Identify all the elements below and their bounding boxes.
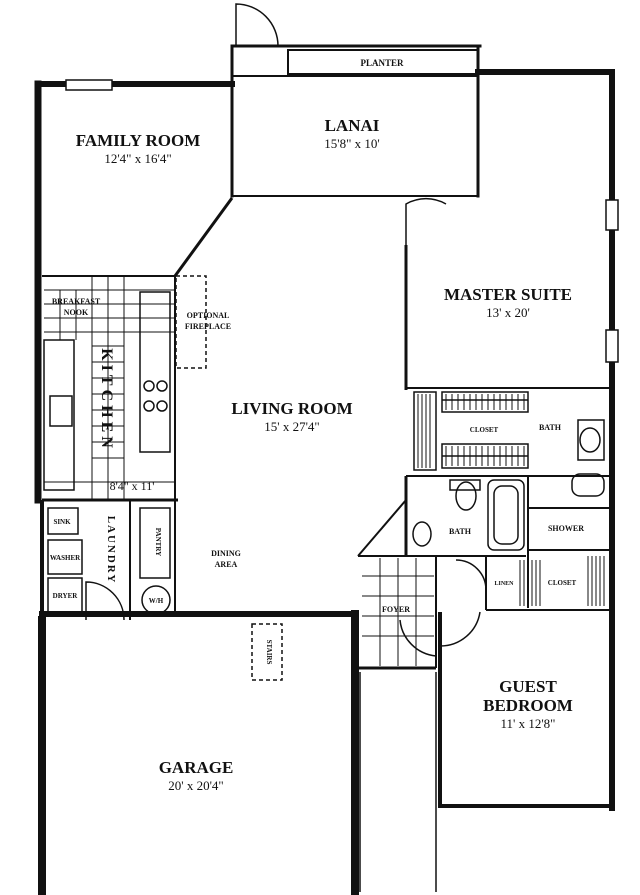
lanai-name: LANAI bbox=[325, 116, 380, 135]
washer-label: WASHER bbox=[50, 554, 81, 562]
breakfast-nook-line2: NOOK bbox=[64, 308, 89, 317]
garage-dims: 20' x 20'4" bbox=[168, 778, 224, 793]
guest-bedroom-dims: 11' x 12'8" bbox=[500, 716, 555, 731]
master-bath-label: BATH bbox=[539, 423, 562, 432]
optional-fireplace-line1: OPTIONAL bbox=[187, 311, 230, 320]
doors bbox=[85, 3, 487, 657]
foyer-label: FOYER bbox=[382, 605, 410, 614]
linen-label: LINEN bbox=[494, 581, 514, 587]
kitchen-dims: 8'4" x 11' bbox=[110, 479, 155, 493]
laundry-label: LAUNDRY bbox=[105, 516, 117, 585]
windows bbox=[65, 79, 619, 363]
guest-closet-label: CLOSET bbox=[548, 579, 577, 587]
guest-bath-label: BATH bbox=[449, 527, 472, 536]
water-heater-label: W/H bbox=[149, 597, 164, 605]
stairs-box bbox=[251, 623, 283, 681]
breakfast-nook-line1: BREAKFAST bbox=[52, 297, 101, 306]
master-suite-name: MASTER SUITE bbox=[444, 285, 572, 304]
kitchen-name: KITCHEN bbox=[98, 348, 115, 452]
guest-bedroom-name-line2: BEDROOM bbox=[483, 696, 573, 715]
master-closet bbox=[413, 391, 529, 471]
front-walkway bbox=[359, 672, 437, 892]
bath-fixtures bbox=[412, 419, 605, 551]
lanai-dims: 15'8" x 10' bbox=[324, 136, 380, 151]
master-closet-label: CLOSET bbox=[470, 426, 499, 434]
dryer-label: DRYER bbox=[53, 592, 79, 600]
hatching-master-closet bbox=[417, 394, 525, 468]
shower-label: SHOWER bbox=[548, 524, 584, 533]
planter-box bbox=[287, 49, 479, 75]
foyer-tile bbox=[362, 558, 434, 666]
laundry-fixtures bbox=[47, 507, 171, 615]
living-room-name: LIVING ROOM bbox=[231, 399, 352, 418]
family-room-dims: 12'4" x 16'4" bbox=[104, 151, 171, 166]
linen-closet-guest-closet bbox=[519, 556, 605, 606]
dining-area-line2: AREA bbox=[215, 560, 238, 569]
sink-label: SINK bbox=[53, 518, 71, 526]
pantry-label: PANTRY bbox=[154, 528, 162, 556]
master-suite-dims: 13' x 20' bbox=[486, 305, 530, 320]
living-room-dims: 15' x 27'4" bbox=[264, 419, 320, 434]
family-room-name: FAMILY ROOM bbox=[76, 131, 201, 150]
guest-bedroom-name-line1: GUEST bbox=[499, 677, 557, 696]
kitchen-counters bbox=[43, 275, 207, 491]
stairs-label: STAIRS bbox=[265, 640, 273, 665]
garage-name: GARAGE bbox=[159, 758, 234, 777]
optional-fireplace-line2: FIREPLACE bbox=[185, 322, 231, 331]
exterior-walls bbox=[34, 44, 615, 895]
kitchen-tile-grid bbox=[44, 276, 174, 500]
dining-area-line1: DINING bbox=[211, 549, 241, 558]
planter-label: PLANTER bbox=[360, 58, 404, 68]
